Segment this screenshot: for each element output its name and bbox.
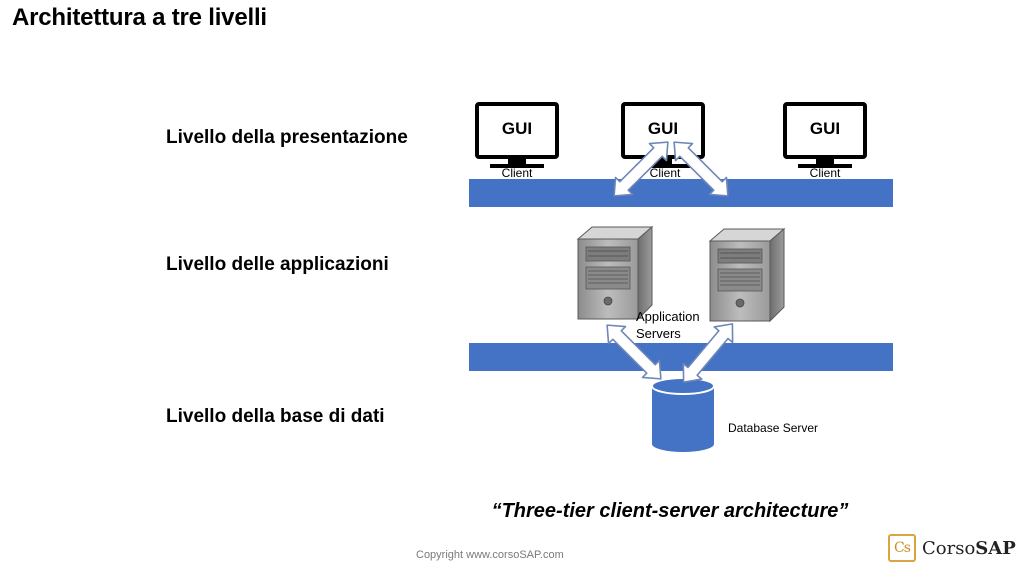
monitor-icon [783,102,867,168]
double-arrow-icon [613,141,669,197]
level-applications-label: Livello delle applicazioni [166,254,389,275]
client-gui-label: GUI [648,119,678,138]
copyright-text: Copyright www.corsoSAP.com [416,549,564,561]
logo-text-bold: SAP [975,537,1016,559]
level-presentation-label: Livello della presentazione [166,127,408,148]
client-gui-label: GUI [502,119,532,138]
data-network-bar [469,343,893,371]
client-label: Client [502,166,533,180]
database-server-label: Database Server [728,421,818,435]
app-servers-label-line1: Application [636,309,700,324]
double-arrow-icon [673,141,729,197]
presentation-network-bar [469,179,893,207]
server-icon [577,226,653,320]
logo-mark-icon: Cs [888,534,916,562]
corsosap-logo: Cs CorsoSAP [888,532,1016,564]
logo-text: CorsoSAP [922,538,1016,559]
diagram-caption: “Three-tier client-server architecture” [491,500,849,522]
app-servers-label-line2: Servers [636,326,681,341]
client-label: Client [810,166,841,180]
logo-text-regular: Corso [922,537,976,559]
server-icon [709,228,785,322]
double-arrow-icon [606,324,662,380]
client-label: Client [650,166,681,180]
monitor-icon [475,102,559,168]
double-arrow-icon [682,323,734,383]
level-data-label: Livello della base di dati [166,406,385,427]
client-gui-label: GUI [810,119,840,138]
database-icon [651,377,715,452]
page-title: Architettura a tre livelli [12,4,267,31]
